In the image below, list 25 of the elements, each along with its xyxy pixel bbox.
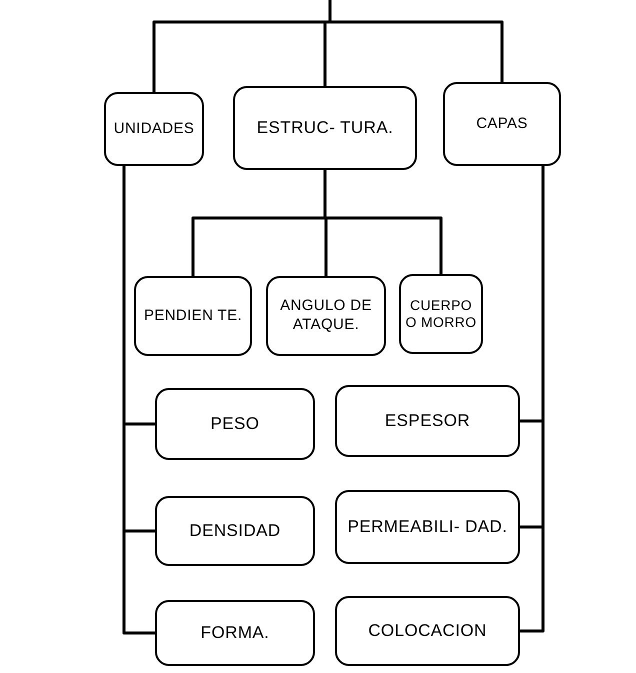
rounded-box bbox=[335, 385, 520, 457]
rounded-box bbox=[335, 490, 520, 564]
rounded-box bbox=[266, 276, 386, 356]
box-label: PENDIEN TE. bbox=[144, 306, 242, 326]
connector-line bbox=[328, 0, 504, 82]
rounded-box bbox=[155, 496, 315, 566]
rounded-box bbox=[335, 596, 520, 666]
box-label: CUERPO O MORRO bbox=[405, 296, 477, 332]
box-label: ESPESOR bbox=[384, 410, 470, 432]
rounded-box bbox=[399, 274, 483, 354]
box-label: COLOCACION bbox=[368, 620, 487, 642]
box-label: FORMA. bbox=[200, 622, 270, 644]
box-label: ESTRUC- TURA. bbox=[256, 117, 394, 139]
rounded-box bbox=[155, 388, 315, 460]
rounded-box bbox=[155, 600, 315, 666]
box-label: DENSIDAD bbox=[189, 520, 281, 542]
box-label: ANGULO DE ATAQUE. bbox=[279, 297, 373, 335]
rounded-box bbox=[233, 86, 417, 170]
box-label: CAPAS bbox=[476, 114, 528, 134]
rounded-box bbox=[443, 82, 561, 166]
box-label: UNIDADES bbox=[114, 120, 194, 138]
rounded-box bbox=[134, 276, 252, 356]
box-label: PERMEABILI- DAD. bbox=[348, 516, 508, 538]
rounded-box bbox=[104, 92, 204, 166]
box-label: PESO bbox=[210, 413, 260, 435]
